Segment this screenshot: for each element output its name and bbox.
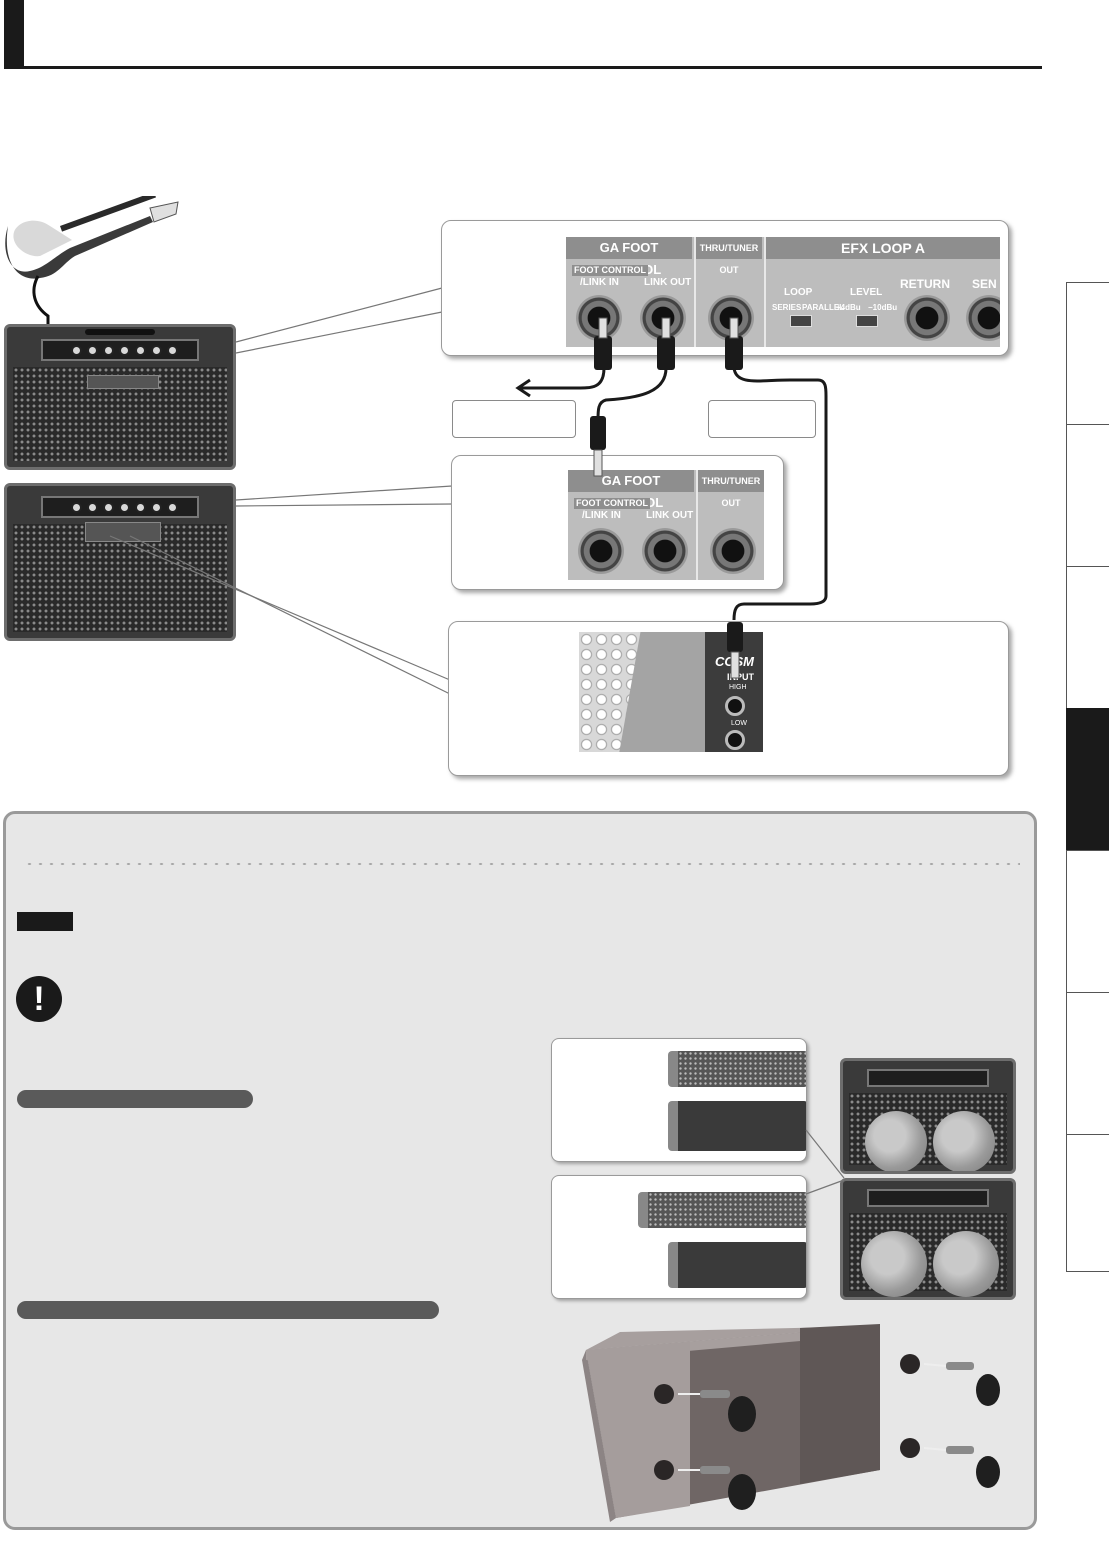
middle-jack-callout: GA FOOT CONTROL THRU/TUNER OUT FOOT CONT… (451, 455, 784, 590)
subheading-bar-2 (17, 1301, 439, 1319)
top-jack-callout: GA FOOT CONTROL THRU/TUNER OUT EFX LOOP … (441, 220, 1009, 356)
efx-loop-heading: EFX LOOP A (766, 237, 1000, 259)
callout-bubble-right (708, 400, 816, 438)
speaker-left (861, 1231, 927, 1297)
speaker-left (865, 1111, 927, 1171)
dotted-divider (24, 861, 1020, 867)
side-tab-7[interactable] (1066, 1134, 1109, 1272)
middle-jack-panel: GA FOOT CONTROL THRU/TUNER OUT FOOT CONT… (568, 470, 764, 580)
amp-control-panel (867, 1069, 989, 1087)
link-out-label: LINK OUT (644, 277, 692, 288)
loop-label: LOOP (784, 287, 813, 298)
return-label: RETURN (900, 277, 950, 291)
level-label: LEVEL (850, 287, 883, 298)
loop-switch[interactable] (790, 315, 812, 327)
speaker-right (933, 1111, 995, 1171)
side-tab-1[interactable] (1066, 282, 1109, 424)
high-input-jack[interactable] (725, 696, 745, 716)
subheading-bar-1 (17, 1090, 253, 1108)
side-index-tabs (1066, 282, 1109, 1544)
stack-detail-bottom (551, 1175, 807, 1299)
thru-tuner-out-heading: THRU/TUNER OUT (696, 237, 762, 275)
side-tab-4-active[interactable] (1066, 708, 1109, 850)
level-switch[interactable] (856, 315, 878, 327)
side-tab-6[interactable] (1066, 992, 1109, 1134)
amplifier-top (4, 324, 236, 470)
link-in-label: /LINK IN (580, 277, 619, 288)
amp-control-panel (867, 1189, 989, 1207)
caution-icon: ! (16, 976, 62, 1022)
parallel-label: PARALLEL (802, 303, 845, 312)
input-label: INPUT (727, 672, 754, 682)
top-jack-panel: GA FOOT CONTROL THRU/TUNER OUT EFX LOOP … (566, 237, 1000, 347)
callout-bubble-left (452, 400, 576, 438)
return-jack[interactable] (904, 295, 950, 341)
send-jack[interactable] (966, 295, 1000, 341)
minus10-label: −10dBu (868, 303, 898, 312)
side-tab-2[interactable] (1066, 424, 1109, 566)
section-marker (4, 0, 24, 68)
amp-control-panel (41, 496, 199, 518)
caster-installation-diagram (582, 1324, 1000, 1522)
amp-logo-plate (87, 375, 159, 389)
link-in-label: /LINK IN (582, 510, 621, 521)
low-input-jack[interactable] (725, 730, 745, 750)
foot-control-label: FOOT CONTROL (574, 498, 650, 509)
guitar-icon (5, 196, 179, 334)
amp-control-panel (41, 339, 199, 361)
high-label: HIGH (729, 684, 747, 691)
callout-lines (109, 287, 453, 695)
detail-pointer-lines (805, 1129, 845, 1195)
stacked-amp-top (840, 1058, 1016, 1174)
series-label: SERIES (772, 303, 802, 312)
note-label-badge (17, 912, 73, 931)
thru-tuner-out-heading: THRU/TUNER OUT (698, 470, 764, 508)
amplifier-bottom (4, 483, 236, 641)
side-tab-5[interactable] (1066, 850, 1109, 992)
plus4-label: +4dBu (836, 303, 861, 312)
amp-grille (13, 367, 227, 461)
header-rule (4, 66, 1042, 69)
speaker-right (933, 1231, 999, 1297)
link-out-label: LINK OUT (646, 510, 694, 521)
stacked-amp-bottom (840, 1178, 1016, 1300)
foot-control-label: FOOT CONTROL (572, 265, 648, 276)
cable-diagram (515, 317, 828, 679)
thru-tuner-out-jack[interactable] (710, 528, 756, 574)
link-in-jack[interactable] (578, 528, 624, 574)
low-label: LOW (731, 720, 747, 727)
stack-detail-top (551, 1038, 807, 1162)
link-out-jack[interactable] (642, 528, 688, 574)
amp-handle (85, 329, 155, 335)
amp-grille (13, 524, 227, 632)
side-tab-3[interactable] (1066, 566, 1109, 708)
send-label: SEN (972, 277, 997, 291)
caster-wheel-icon (728, 1374, 1000, 1510)
